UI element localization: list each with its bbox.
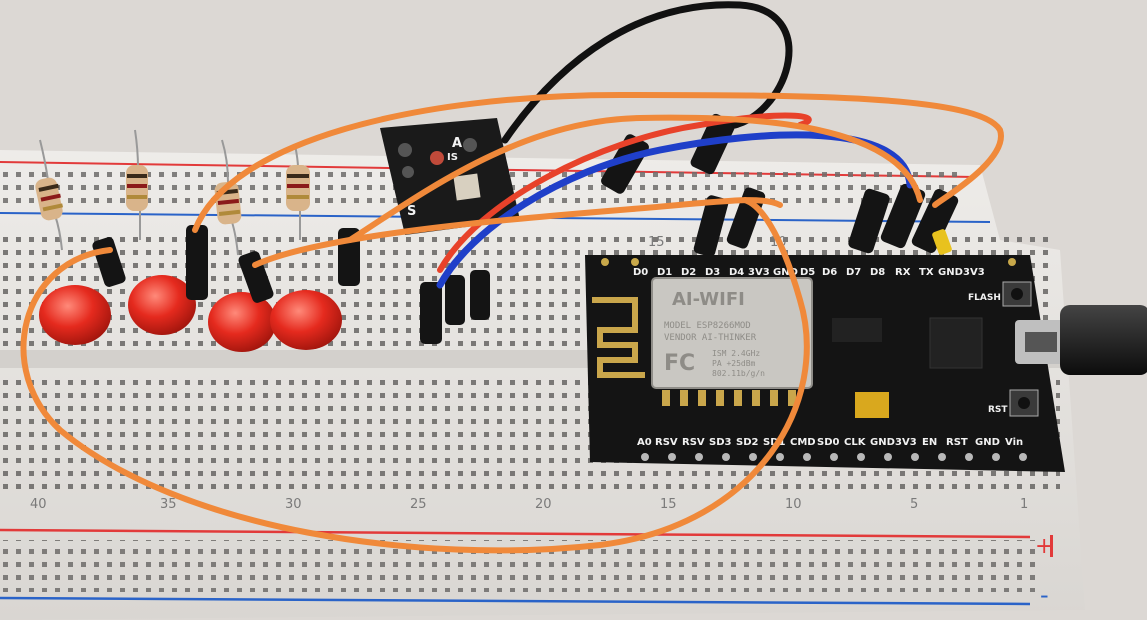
pin-label: D7 (846, 267, 861, 278)
nodemcu-board: AI-WIFI MODEL ESP8266MOD VENDOR AI-THINK… (585, 255, 1065, 472)
leds (39, 275, 342, 352)
red-led (39, 285, 111, 345)
pin-label: EN (922, 437, 937, 448)
pin-label: D1 (657, 267, 672, 278)
plus-sign: + (1035, 534, 1053, 559)
resistors (35, 129, 310, 256)
pin-label: D5 (800, 267, 815, 278)
pin-label: 3V3 (895, 437, 917, 448)
pin-label: D3 (705, 267, 720, 278)
orange-wire-top (192, 91, 1004, 233)
resistor (286, 144, 310, 240)
resistor (35, 139, 64, 251)
esp8266-module (652, 278, 812, 388)
module-pa: PA +25dBm (712, 359, 756, 368)
column-number: 5 (910, 497, 918, 512)
tantalum-capacitor (855, 392, 889, 418)
red-led (270, 290, 342, 350)
pin-label: D0 (633, 267, 648, 278)
pin-label: RX (895, 267, 911, 278)
pin-label: GND (975, 437, 1000, 448)
usb-uart-chip (929, 317, 983, 369)
red-wire (437, 112, 812, 273)
antenna-trace (592, 297, 645, 378)
regulator-chip (832, 318, 882, 342)
plus-rail-mark (1050, 535, 1053, 557)
pin-label: A0 (637, 437, 652, 448)
breadboard-column-numbers: 40 35 30 25 20 15 10 5 1 15 10 + - (30, 235, 1053, 609)
pin-label: 3V3 (748, 267, 770, 278)
pin-label: D2 (681, 267, 696, 278)
pin-label: SD2 (736, 437, 759, 448)
pin-label: SD3 (709, 437, 732, 448)
sensor-pin-label: A (452, 136, 462, 151)
bottom-pin-labels: A0 RSV RSV SD3 SD2 SD1 CMD SD0 CLK GND 3… (637, 437, 1023, 448)
column-number: 15 (660, 497, 677, 512)
module-vendor: VENDOR AI-THINKER (664, 333, 757, 343)
module-brand: AI-WIFI (672, 289, 745, 310)
orange-wire-middle (347, 114, 923, 243)
flash-label: FLASH (968, 293, 1001, 303)
pin-label: SD0 (817, 437, 840, 448)
jumper-wires (20, 1, 1004, 554)
black-wire (501, 1, 793, 144)
jumper-plugs (92, 113, 959, 344)
column-number: 25 (410, 497, 427, 512)
minus-sign: - (1040, 581, 1049, 609)
orange-wire-loop (20, 197, 810, 554)
pin-label: RST (946, 437, 968, 448)
pin-label: D4 (729, 267, 744, 278)
pin-label: CMD (790, 437, 816, 448)
sensor-pin-label: IS (447, 152, 458, 163)
rst-label: RST (988, 405, 1008, 415)
pin-label: 3V3 (963, 267, 985, 278)
pin-label: D6 (822, 267, 837, 278)
fcc-mark: FC (664, 351, 695, 376)
pin-label: GND (773, 267, 798, 278)
red-led (128, 275, 196, 335)
orange-wire-lower (252, 197, 783, 268)
pin-label: RSV (682, 437, 705, 448)
yellow-wire-end (932, 229, 952, 255)
column-number: 30 (285, 497, 302, 512)
pin-label: GND (938, 267, 963, 278)
pin-label: SD1 (763, 437, 786, 448)
module-ism: ISM 2.4GHz (712, 349, 760, 358)
pin-label: CLK (844, 437, 867, 448)
pin-label: RSV (655, 437, 678, 448)
column-number: 35 (160, 497, 177, 512)
red-led (208, 292, 276, 352)
module-std: 802.11b/g/n (712, 369, 765, 378)
resistor (126, 129, 148, 240)
module-model: MODEL ESP8266MOD (664, 321, 751, 331)
pin-label: D8 (870, 267, 885, 278)
column-number: 20 (535, 497, 552, 512)
module-pads (662, 390, 796, 406)
pin-label: Vin (1005, 437, 1023, 448)
sensor-pin-label: S (407, 204, 416, 219)
column-number-top: 15 (648, 235, 665, 250)
bottom-header (641, 453, 1027, 461)
column-number: 40 (30, 497, 47, 512)
top-pin-labels: D0 D1 D2 D3 D4 3V3 GND D5 D6 D7 D8 RX TX… (633, 267, 985, 278)
column-number: 1 (1020, 497, 1028, 512)
pin-label: GND (870, 437, 895, 448)
column-number: 10 (785, 497, 802, 512)
pin-label: TX (919, 267, 934, 278)
usb-cable (1060, 305, 1147, 375)
top-header (601, 258, 1016, 266)
